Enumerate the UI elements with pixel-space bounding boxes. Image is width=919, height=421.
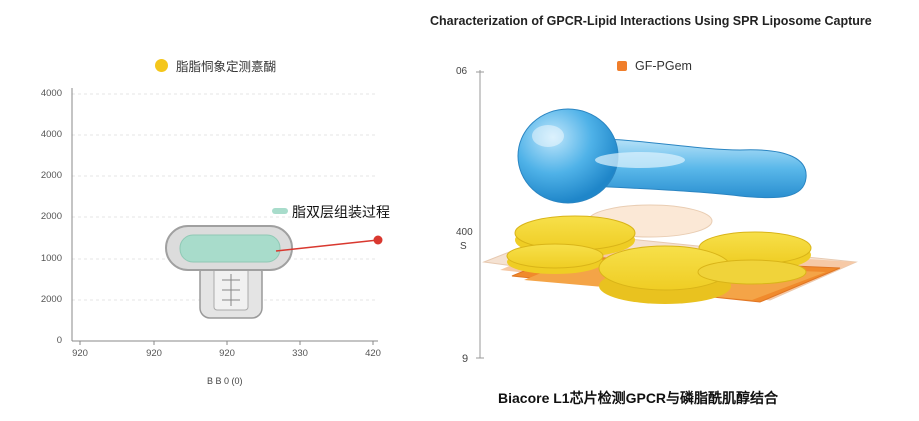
left-y-tick: 4000 <box>40 129 62 140</box>
left-legend: 脂脂恫象定测憙醐 <box>155 56 276 75</box>
left-y-tick: 2000 <box>40 294 62 305</box>
left-y-tick: 4000 <box>40 88 62 99</box>
left-x-tick: 330 <box>292 348 308 359</box>
left-legend-label: 脂脂恫象定测憙醐 <box>176 60 277 74</box>
sensor-chip-stand <box>199 261 263 319</box>
right-legend: GF-PGem <box>617 59 692 73</box>
right-y-tick: 9 <box>462 353 469 365</box>
left-y-tick: 2000 <box>40 211 62 222</box>
gpcr-protein-model <box>517 108 807 204</box>
left-x-tick: 920 <box>219 348 235 359</box>
right-y-tick: 06 <box>456 66 468 77</box>
right-y-tick: S <box>460 241 467 252</box>
captured-liposome <box>506 204 812 304</box>
legend-yellow-dot <box>155 59 168 72</box>
bilayer-legend-pill <box>272 208 288 214</box>
left-x-ticks-marks <box>79 341 374 345</box>
right-legend-label: GF-PGem <box>635 59 692 73</box>
figure-caption: Biacore L1芯片检测GPCR与磷脂酰肌醇结合 <box>498 390 779 406</box>
lipid-bilayer-capsule <box>165 225 293 271</box>
figure-title: Characterization of GPCR-Lipid Interacti… <box>430 14 872 28</box>
connector-line <box>275 239 379 252</box>
left-x-tick: 920 <box>72 348 88 359</box>
left-y-tick: 1000 <box>40 253 62 264</box>
left-y-tick: 0 <box>56 335 62 346</box>
left-x-tick: 420 <box>365 348 381 359</box>
data-point-marker <box>373 235 383 245</box>
bilayer-assembly-label: 脂双层组装过程 <box>292 204 390 220</box>
right-y-tick: 400 <box>456 227 473 238</box>
legend-orange-square <box>617 61 627 71</box>
left-x-tick: 920 <box>146 348 162 359</box>
left-x-axis-label: B B 0 (0) <box>207 376 243 386</box>
left-y-tick: 2000 <box>40 170 62 181</box>
